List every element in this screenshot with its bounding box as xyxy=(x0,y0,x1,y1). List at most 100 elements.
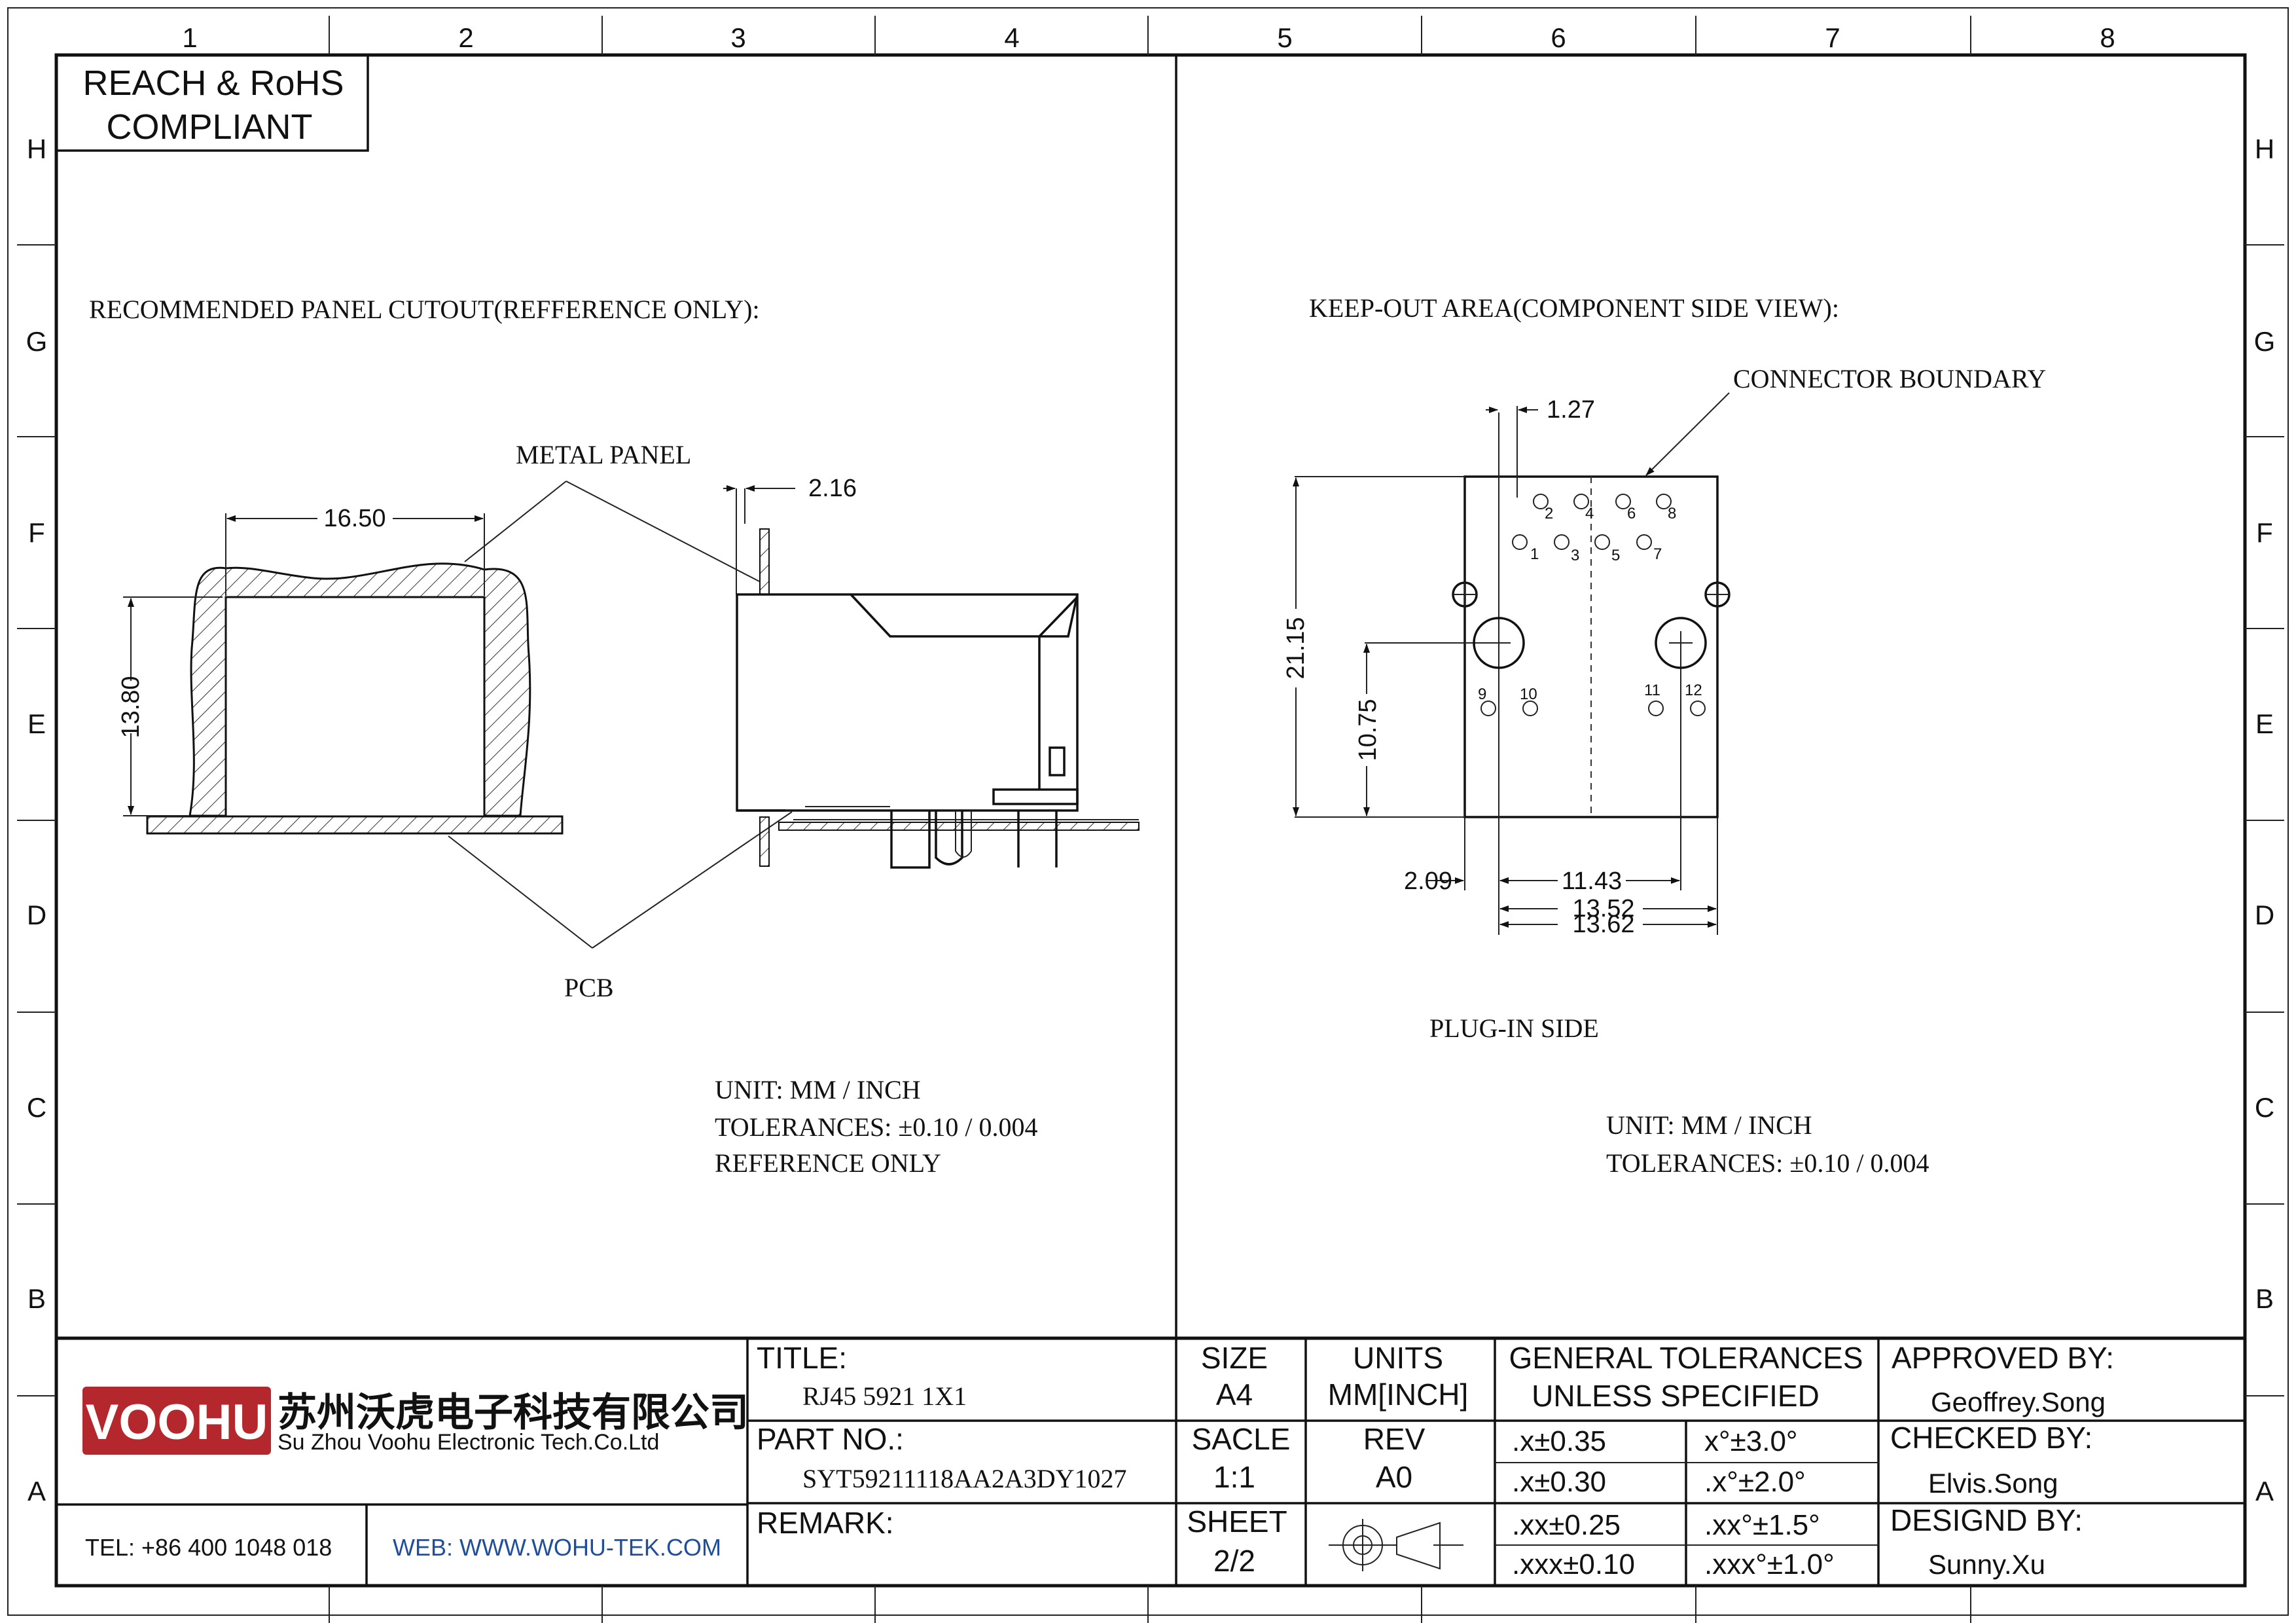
tol-linear: .xx±0.25 xyxy=(1512,1509,1621,1541)
row-label: B xyxy=(27,1283,46,1314)
title-label: TITLE: xyxy=(757,1341,847,1375)
dim-1075: 10.75 xyxy=(1354,699,1382,761)
col-label: 1 xyxy=(182,22,197,53)
right-heading: KEEP-OUT AREA(COMPONENT SIDE VIEW): xyxy=(1309,293,1839,323)
rev-value: A0 xyxy=(1376,1460,1412,1494)
left-note: UNIT: MM / INCH xyxy=(715,1075,921,1104)
dim-209: 2.09 xyxy=(1404,867,1452,895)
col-label: 2 xyxy=(458,22,473,53)
tol-title-2: UNLESS SPECIFIED xyxy=(1532,1379,1820,1413)
units-label: UNITS xyxy=(1353,1341,1443,1375)
col-label: 3 xyxy=(730,22,745,53)
signal-pins xyxy=(1480,494,1706,716)
right-note: UNIT: MM / INCH xyxy=(1606,1110,1812,1140)
boundary-label: CONNECTOR BOUNDARY xyxy=(1733,364,2046,393)
part-label: PART NO.: xyxy=(757,1422,904,1456)
remark-label: REMARK: xyxy=(757,1506,894,1540)
pin-label: 1 xyxy=(1530,545,1539,563)
checked-value: Elvis.Song xyxy=(1928,1468,2058,1499)
pin-label: 12 xyxy=(1685,682,1702,699)
projection-symbol xyxy=(1329,1519,1463,1571)
row-label: A xyxy=(27,1476,46,1506)
size-label: SIZE xyxy=(1201,1341,1268,1375)
compliance-line1: REACH & RoHS xyxy=(82,64,344,103)
pin-label: 11 xyxy=(1644,682,1660,699)
right-view: KEEP-OUT AREA(COMPONENT SIDE VIEW): CONN… xyxy=(1282,293,2046,1178)
checked-label: CHECKED BY: xyxy=(1890,1421,2092,1455)
company-cn: 苏州沃虎电子科技有限公司 xyxy=(278,1391,749,1434)
tol-linear: .xxx±0.10 xyxy=(1512,1548,1635,1580)
pin-label: 3 xyxy=(1571,547,1579,564)
dim-height-label: 13.80 xyxy=(117,676,145,738)
row-label: C xyxy=(2255,1092,2274,1123)
left-notes: UNIT: MM / INCH TOLERANCES: ±0.10 / 0.00… xyxy=(715,1075,1037,1178)
tol-linear: .x±0.35 xyxy=(1512,1425,1606,1457)
dim-1362: 13.62 xyxy=(1572,911,1634,938)
row-label: C xyxy=(27,1092,46,1123)
title-block: VOOHU 苏州沃虎电子科技有限公司 Su Zhou Voohu Electro… xyxy=(56,1336,2245,1586)
pin-label: 9 xyxy=(1478,685,1486,703)
col-label: 5 xyxy=(1277,22,1292,53)
right-notes: UNIT: MM / INCH TOLERANCES: ±0.10 / 0.00… xyxy=(1606,1110,1929,1178)
tol-title-1: GENERAL TOLERANCES xyxy=(1509,1341,1863,1375)
scale-label: SACLE xyxy=(1192,1422,1291,1456)
dim-2115: 21.15 xyxy=(1282,617,1310,679)
right-note: TOLERANCES: ±0.10 / 0.004 xyxy=(1606,1148,1929,1178)
col-label: 4 xyxy=(1004,22,1019,53)
pin-label: 7 xyxy=(1653,545,1662,563)
outer-frame: 1 2 3 4 5 6 7 8 H G F E D C B A H G F E … xyxy=(7,7,2289,1623)
tol-angular: x°±3.0° xyxy=(1704,1425,1798,1457)
row-label: E xyxy=(27,708,46,739)
dim-panel-label: 2.16 xyxy=(808,475,857,502)
web-link[interactable]: WEB: WWW.WOHU-TEK.COM xyxy=(393,1534,721,1561)
size-value: A4 xyxy=(1216,1377,1253,1412)
compliance-line2: COMPLIANT xyxy=(106,107,312,147)
rev-label: REV xyxy=(1363,1422,1426,1456)
sheet-value: 2/2 xyxy=(1213,1544,1255,1578)
dim-width-label: 16.50 xyxy=(323,505,386,532)
dim-16-50: 16.50 xyxy=(225,505,485,596)
col-label: 6 xyxy=(1551,22,1566,53)
left-heading: RECOMMENDED PANEL CUTOUT(REFFERENCE ONLY… xyxy=(89,295,760,324)
pin-label: 6 xyxy=(1627,505,1636,522)
left-note: REFERENCE ONLY xyxy=(715,1148,941,1178)
units-value: MM[INCH] xyxy=(1328,1377,1469,1412)
row-label: H xyxy=(27,134,46,164)
connector-side-view: 2.16 xyxy=(723,475,1139,869)
designed-value: Sunny.Xu xyxy=(1928,1549,2045,1580)
metal-panel-label: METAL PANEL xyxy=(516,440,691,469)
tol-angular: .x°±2.0° xyxy=(1704,1466,1806,1498)
tol-angular: .xxx°±1.0° xyxy=(1704,1548,1835,1580)
row-label: D xyxy=(2255,900,2274,930)
dim-127: 1.27 xyxy=(1547,396,1595,424)
row-label: D xyxy=(27,900,46,930)
row-label: E xyxy=(2255,708,2274,739)
approved-value: Geoffrey.Song xyxy=(1931,1387,2106,1417)
part-value: SYT59211118AA2A3DY1027 xyxy=(802,1464,1127,1493)
pin-label: 4 xyxy=(1585,505,1594,522)
plug-in-label: PLUG-IN SIDE xyxy=(1429,1013,1599,1043)
row-label: B xyxy=(2255,1283,2274,1314)
tel-text: TEL: +86 400 1048 018 xyxy=(85,1534,332,1561)
dim-1352: 13.52 xyxy=(1572,895,1634,922)
dim-13-80: 13.80 xyxy=(117,596,223,816)
approved-label: APPROVED BY: xyxy=(1892,1341,2114,1375)
tol-angular: .xx°±1.5° xyxy=(1704,1509,1820,1541)
left-note: TOLERANCES: ±0.10 / 0.004 xyxy=(715,1112,1037,1142)
row-label: G xyxy=(2254,326,2276,357)
logo-text: VOOHU xyxy=(86,1395,268,1450)
compliance-box: REACH & RoHS COMPLIANT xyxy=(55,54,369,152)
pin-label: 10 xyxy=(1520,685,1537,703)
row-label: F xyxy=(28,517,45,548)
voohu-logo xyxy=(82,1387,271,1455)
pcb-strip-left xyxy=(146,815,564,835)
pin-label: 2 xyxy=(1545,505,1553,522)
col-label: 7 xyxy=(1825,22,1840,53)
row-label: H xyxy=(2255,134,2274,164)
row-label: F xyxy=(2256,517,2273,548)
col-label: 8 xyxy=(2100,22,2115,53)
company-en: Su Zhou Voohu Electronic Tech.Co.Ltd xyxy=(278,1430,659,1455)
scale-value: 1:1 xyxy=(1213,1460,1255,1494)
row-label: A xyxy=(2255,1476,2274,1506)
